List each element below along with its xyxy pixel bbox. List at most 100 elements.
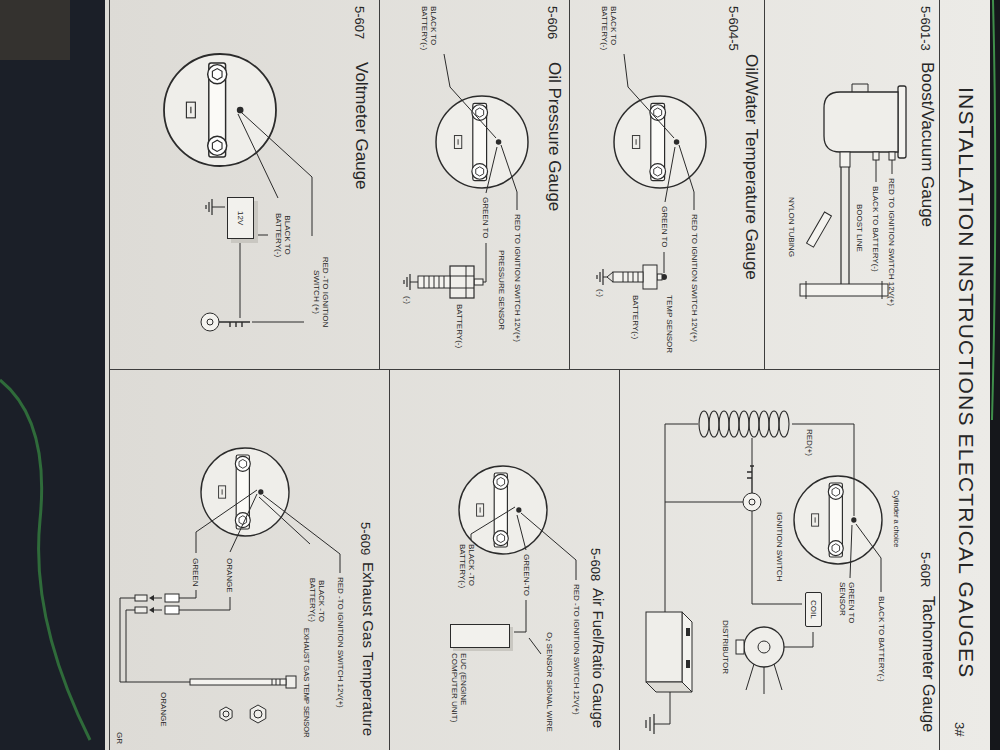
ground-symbol [597,269,603,285]
wire-label: GREEN-TO [522,554,531,596]
wire-label: ORANGE [225,558,234,593]
coil-label: COIL [809,600,818,619]
wire [664,252,665,273]
wire [517,515,526,550]
wire-label: GREEN TO [660,206,669,248]
ecu-label: EUC (ENGINE COMPUTER UNIT) [450,653,468,743]
battery-symbol [646,682,692,692]
wire [876,160,877,182]
part-number: 5-60R [917,552,932,587]
boost-hose [800,167,888,299]
coil-winding [779,411,789,437]
battery-symbol [646,612,682,682]
pressure-sensor [418,276,450,288]
pressure-sensor [450,266,474,298]
gauge-title: Oil Pressure Gauge [544,62,564,211]
gauge-symbol [201,448,289,536]
temp-sensor [607,272,638,282]
wire [486,147,497,193]
wire [410,282,418,283]
ignition-coil: COIL [805,592,822,627]
wire-label: BOOST LINE [855,204,864,252]
part-number: 5-604-5 [725,6,740,51]
dark-cloth [0,0,110,750]
wire-label: Cylinder a choice [891,490,900,548]
wire-label: RED -TO IGNITION SWITCH 12V(+) [572,584,581,715]
wire [654,692,670,724]
temp-sensor [607,265,667,289]
distributor [746,664,782,694]
gauge-panel: 5-609Exhaust Gas Temperature [109,369,390,750]
wire [263,495,340,573]
coil-winding [719,411,729,437]
text-layer: INSTALLATION INSTRUCTIONS ELECTRICAL GAU… [105,0,990,750]
wire [752,438,753,466]
gauge-title: Tachometer Gauge [919,596,937,732]
gauge-panel: 12V5-607Voltmeter Gauge [109,0,380,370]
voltage-label: 12V [236,211,245,225]
temp-sensor [643,265,657,289]
coil-winding [709,411,719,437]
gauge-title: Boost/Vacuum Gauge [917,62,937,227]
wire [529,638,541,654]
part-number: 5-609 [357,522,372,555]
wire [257,235,268,236]
plug-connector [135,594,179,614]
boost-hose [807,212,832,247]
wire [603,54,694,277]
boost-hose [841,167,849,284]
ground-symbol [206,199,212,215]
gauge-title: Exhaust Gas Temperature [360,562,377,736]
probe-fitting [250,705,266,723]
wire [752,511,802,604]
wire [624,54,674,138]
ground-symbol [597,269,603,285]
wire-label: NYLON TUBING [787,197,796,257]
probe-fitting [220,705,266,723]
wire-label: ORANGE [159,692,168,727]
wire [212,207,225,208]
boost-hose [806,281,882,299]
wire [120,598,190,682]
wire [892,160,893,174]
plug-connector [135,607,147,613]
gauge-side-view [898,86,906,158]
gauge-panel: EUC (ENGINE COMPUTER UNIT)5-608Air Fuel/… [389,369,620,750]
egt-probe [190,679,286,685]
battery-symbol [686,660,690,668]
distributor [736,640,744,654]
wire [196,490,257,553]
part-number: 5-601-3 [917,6,932,51]
plug-connector [165,594,179,602]
wire-label: EXHAUST GAS TEMP SENSOR [301,628,310,738]
wire-label: (-) [403,296,412,304]
wire-label: GREEN [191,558,200,586]
wire-label: RED TO IGNITION SWITCH 12V(+) [690,214,699,342]
gauge-side-view [889,152,895,160]
gauge-side-view [873,152,879,160]
wire [410,54,517,282]
ground-symbol [404,274,410,290]
pressure-sensor [450,266,474,298]
gauge-side-view [824,92,898,152]
wire-label: BATTERY(-) [455,304,464,348]
engine-computer-unit: EUC (ENGINE COMPUTER UNIT) [450,624,510,743]
wire [252,322,304,323]
green-cable [0,380,90,740]
ignition-key [743,466,761,511]
wire [483,243,486,282]
wire-label: RED -TO IGNITION SWITCH (+) [312,242,330,342]
ignition-key [219,322,250,327]
plug-connector [165,606,179,614]
wire-label: (-) [596,289,605,297]
ground-symbol [646,714,654,734]
egt-probe [272,679,280,685]
coil-winding [749,411,759,437]
wire-label: GREEN TO [481,197,490,239]
wire [471,507,515,540]
part-number: 5-607 [351,6,366,39]
battery-symbol [686,628,690,636]
probe-fitting [254,710,262,718]
sheet-title: INSTALLATION INSTRUCTIONS ELECTRICAL GAU… [954,87,978,678]
pressure-sensor [424,276,444,288]
